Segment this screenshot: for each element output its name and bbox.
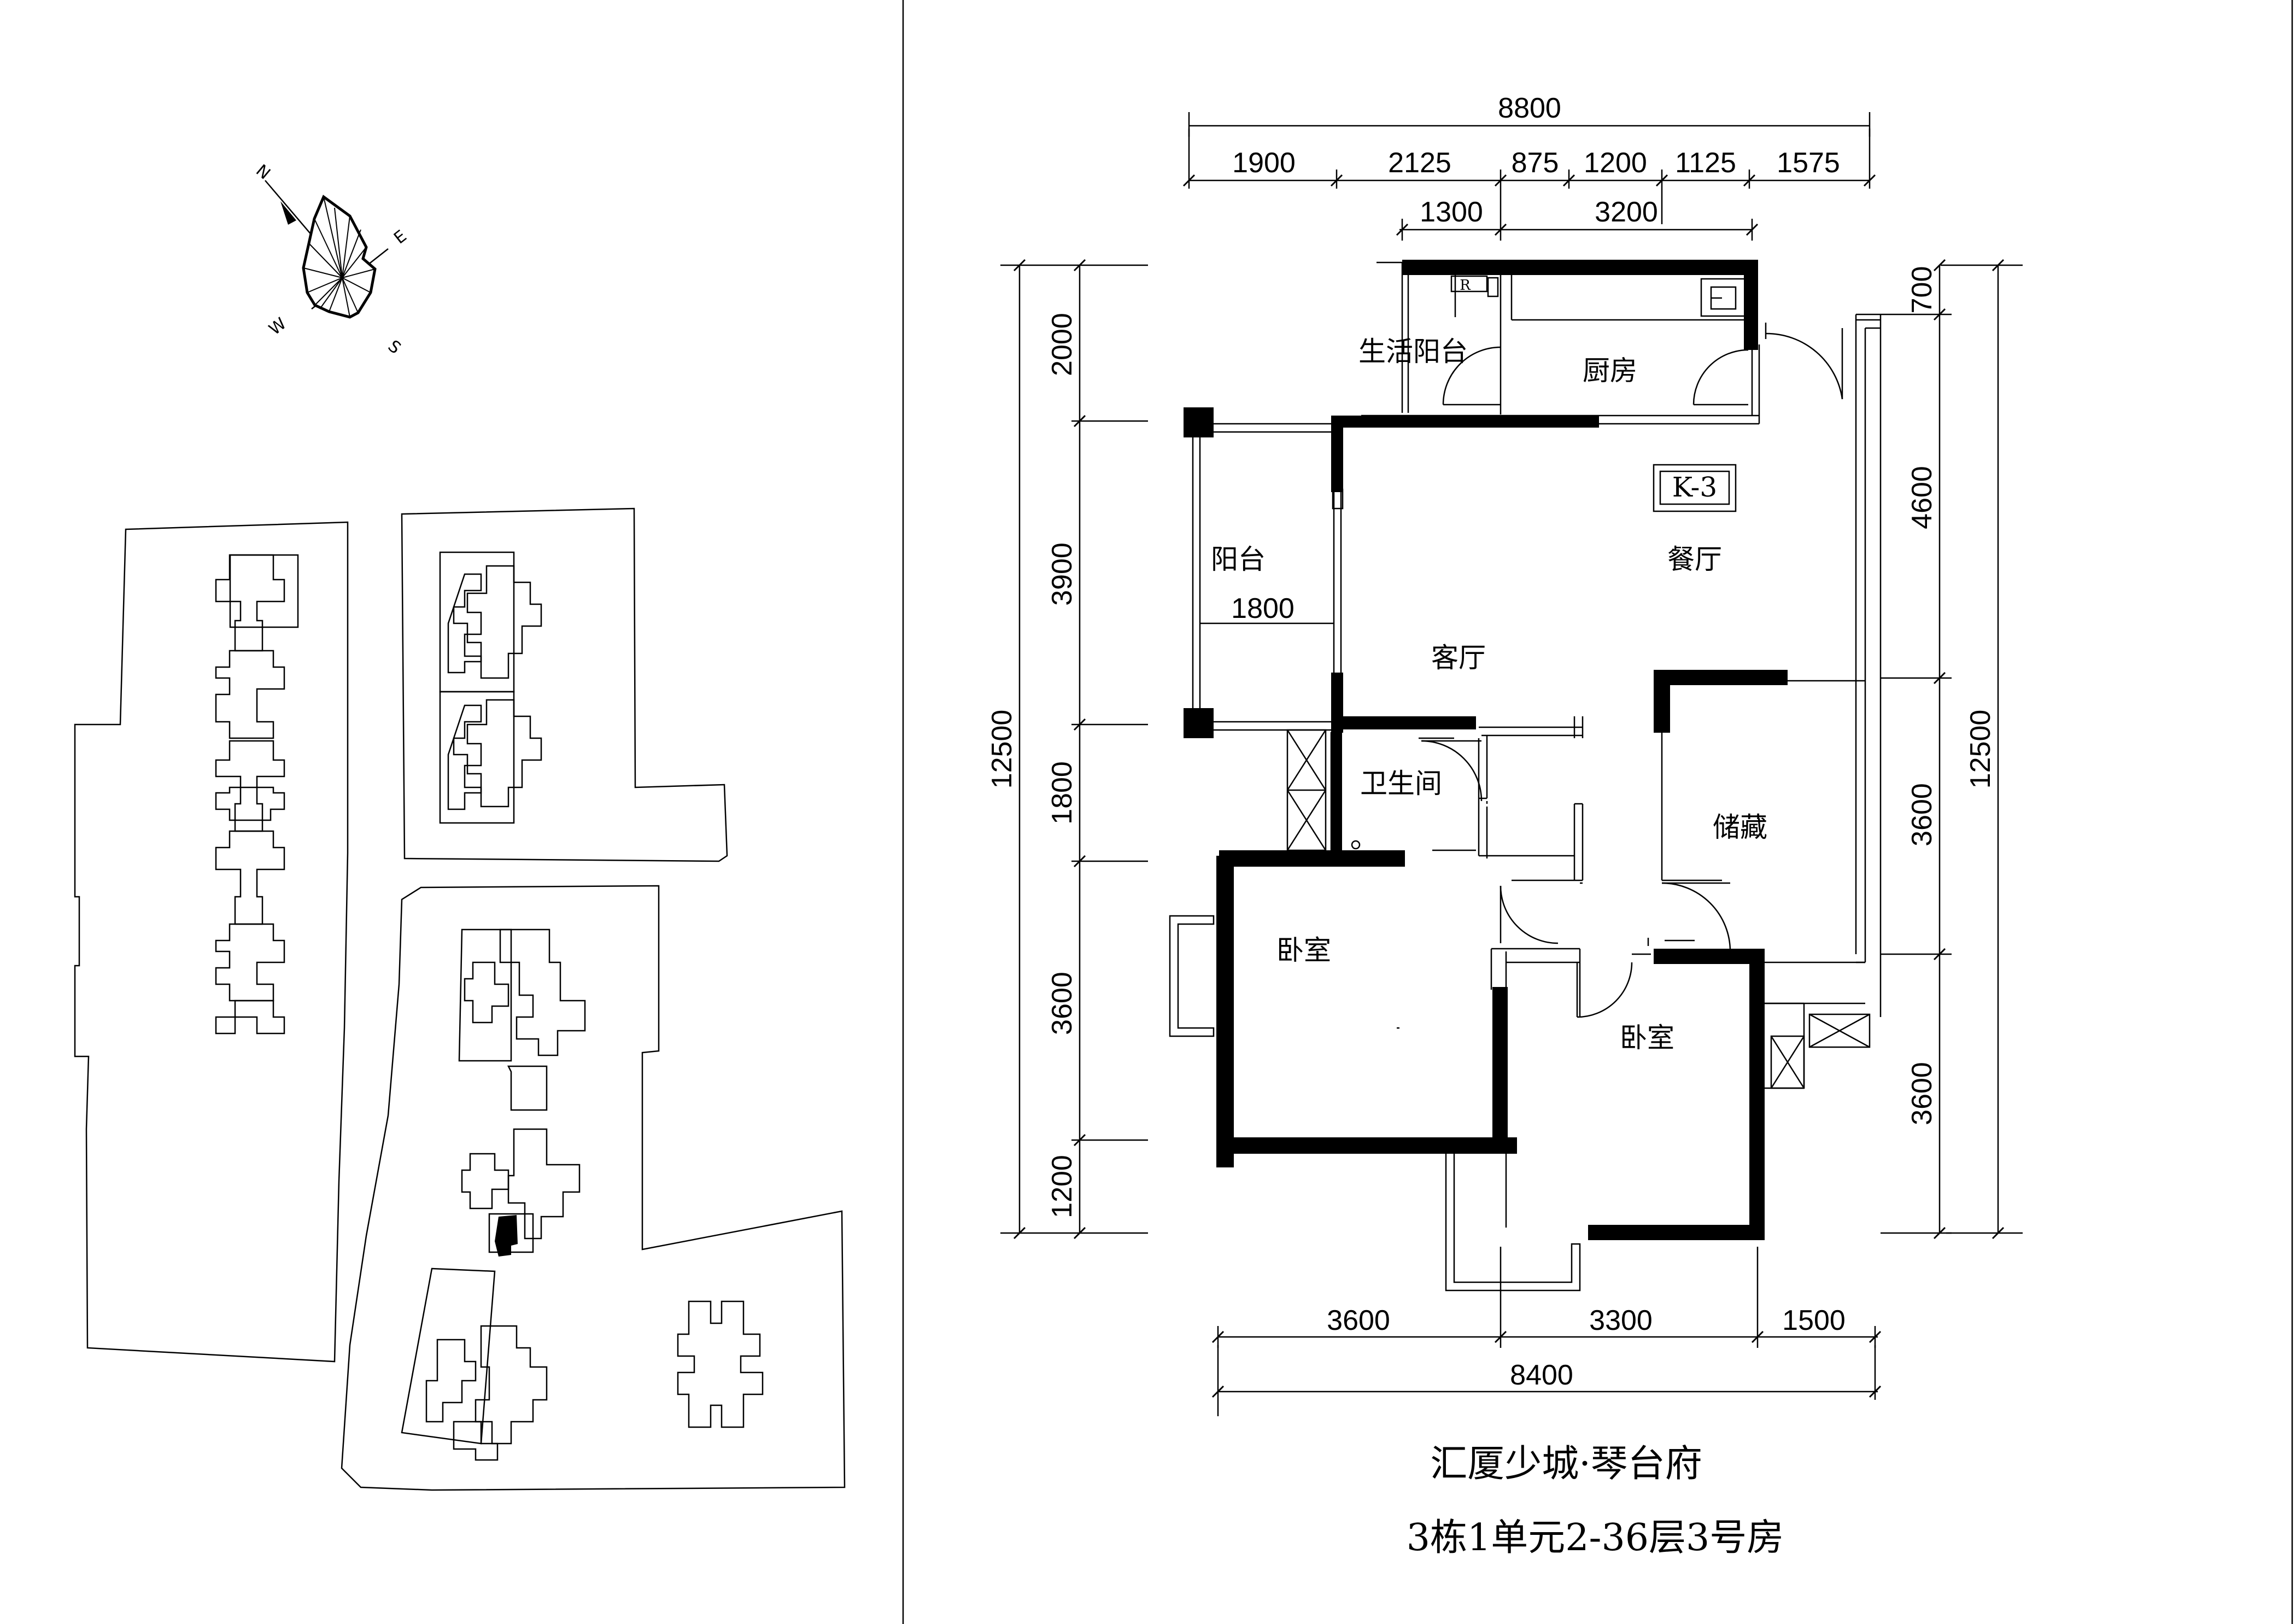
dim-bottom-seg-2: 3300 [1589, 1305, 1653, 1336]
dimension-bottom-segments: 3600 3300 1500 [1211, 1247, 1882, 1348]
dimension-right-segments: 700 4600 3600 3600 [1881, 259, 1952, 1240]
dim-right-seg-2: 4600 [1906, 466, 1938, 529]
dim-top-inner-2: 3200 [1595, 196, 1658, 228]
room-label-storage: 储藏 [1713, 811, 1767, 843]
dim-right-seg-3: 3600 [1906, 783, 1938, 846]
door-swings [1421, 323, 1843, 1018]
title-block: 汇厦少城·琴台府 3栋1单元2-36层3号房 [1407, 1442, 1784, 1559]
site-target-unit [495, 1215, 518, 1257]
dim-bottom-seg-3: 1500 [1782, 1305, 1846, 1336]
dimension-right-total: 12500 [1941, 259, 2023, 1240]
dim-top-inner-1: 1300 [1420, 196, 1483, 228]
room-label-balcony: 阳台 [1211, 544, 1266, 575]
room-label-bathroom: 卫生间 [1360, 768, 1442, 799]
dim-right-total: 12500 [1965, 710, 1996, 789]
floor-plan: K-3 生活阳台 厨房 阳台 1800 餐厅 客厅 卫生间 储藏 卧室 卧室 R… [986, 92, 2023, 1416]
room-label-living: 客厅 [1431, 642, 1486, 674]
dim-top-seg-1: 1900 [1232, 147, 1296, 179]
dim-left-seg-1: 2000 [1046, 313, 1078, 376]
dimension-top-inner: 1300 3200 [1396, 189, 1759, 241]
site-plan [74, 507, 846, 1491]
sheet-frame [902, 0, 2293, 1624]
dim-left-seg-4: 3600 [1046, 972, 1078, 1035]
site-building-northeast [439, 551, 542, 824]
compass-label-s: S [384, 337, 405, 358]
dimension-top-segments: 1900 2125 875 1200 1125 1575 [1182, 128, 1876, 189]
dim-top-total: 8800 [1498, 92, 1561, 124]
dim-right-seg-4: 3600 [1906, 1062, 1938, 1125]
site-parcel-northeast [401, 507, 728, 862]
dim-bottom-total: 8400 [1510, 1359, 1573, 1391]
room-label-kitchen: 厨房 [1583, 355, 1637, 387]
compass-label-w: W [266, 314, 290, 339]
site-building-southeast-upper [458, 928, 586, 1253]
room-labels: 生活阳台 厨房 阳台 1800 餐厅 客厅 卫生间 储藏 卧室 卧室 R [1211, 277, 1767, 1054]
fridge-label: R [1460, 277, 1471, 294]
dimension-left-segments: 2000 3900 1800 3600 1200 [1046, 259, 1148, 1240]
balcony-width-label: 1800 [1231, 593, 1295, 624]
dim-top-seg-2: 2125 [1388, 147, 1451, 179]
compass-north-arrow [280, 201, 296, 225]
unit-subtitle: 3栋1单元2-36层3号房 [1407, 1516, 1784, 1559]
compass-rose: N E S W [252, 161, 410, 358]
room-label-bedroom-1: 卧室 [1276, 934, 1331, 966]
room-label-dining: 餐厅 [1667, 544, 1722, 575]
dim-right-seg-1: 700 [1906, 266, 1938, 314]
structural-walls [1184, 260, 1788, 1240]
dim-top-seg-5: 1125 [1675, 147, 1736, 179]
dim-top-seg-6: 1575 [1777, 147, 1840, 179]
room-label-living-balcony: 生活阳台 [1358, 336, 1468, 367]
site-building-west [215, 554, 299, 1035]
site-building-east [677, 1300, 764, 1428]
dimension-bottom-total: 8400 [1211, 1345, 1882, 1416]
site-parcel-west [74, 521, 349, 1363]
dim-left-seg-5: 1200 [1046, 1155, 1078, 1218]
project-title: 汇厦少城·琴台府 [1430, 1442, 1702, 1486]
site-building-southeast-lower [401, 1267, 548, 1461]
unit-code-label: K-3 [1672, 471, 1717, 503]
compass-label-e: E [390, 226, 410, 248]
dim-bottom-seg-1: 3600 [1327, 1305, 1390, 1336]
dim-left-seg-2: 3900 [1046, 542, 1078, 606]
room-label-bedroom-2: 卧室 [1620, 1022, 1674, 1054]
dimension-left-total: 12500 [986, 259, 1148, 1240]
dim-top-seg-3: 875 [1512, 147, 1559, 179]
dim-top-seg-4: 1200 [1584, 147, 1647, 179]
dim-left-seg-3: 1800 [1046, 761, 1078, 825]
dim-left-total: 12500 [986, 710, 1018, 789]
compass-label-n: N [252, 161, 274, 183]
site-parcel-southeast [341, 885, 846, 1491]
unit-code-tag: K-3 [1653, 464, 1737, 512]
dimension-top-total: 8800 [1188, 92, 1871, 137]
